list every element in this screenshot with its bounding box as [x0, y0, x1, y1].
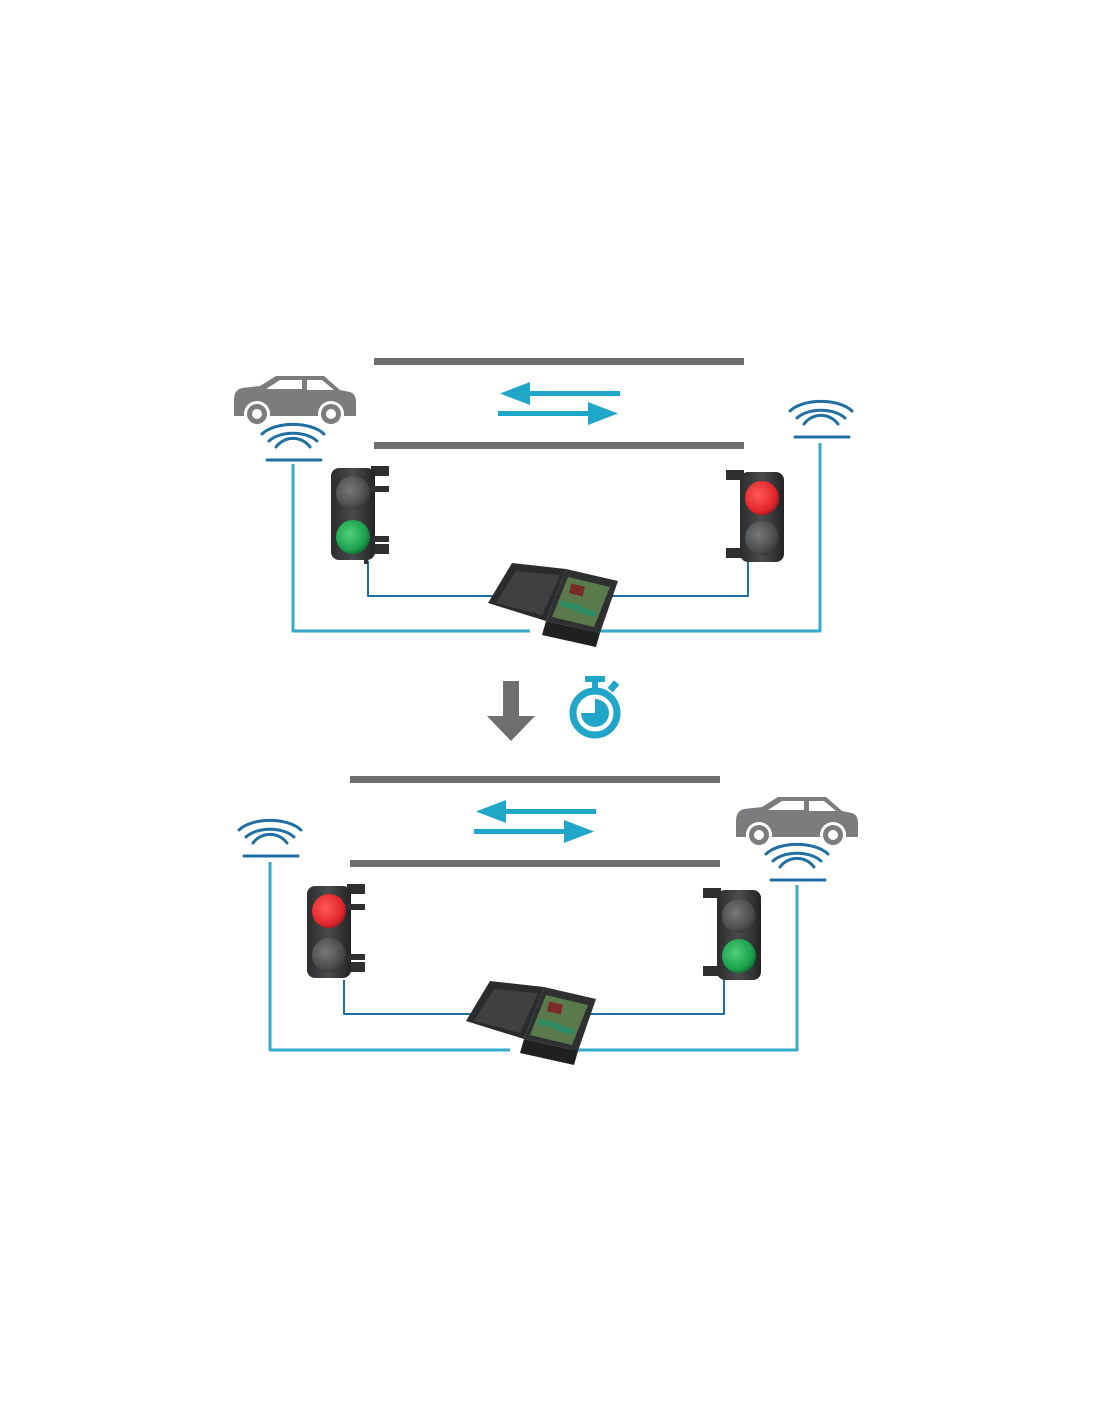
traffic-light-right [726, 470, 784, 562]
sensor-right-icon [764, 842, 830, 882]
road-edge-top [374, 358, 744, 365]
transition [487, 676, 621, 741]
traffic-light-right [703, 888, 761, 980]
green-lamp-on [336, 520, 370, 554]
two-way-traffic-arrows [474, 800, 596, 843]
arrow-right-icon [474, 820, 594, 843]
car-icon [736, 797, 858, 848]
arrow-left-icon [500, 382, 620, 405]
green-lamp-off [312, 938, 346, 972]
arrow-right-icon [498, 402, 618, 425]
red-lamp-off [336, 476, 370, 510]
wiring [268, 862, 799, 1052]
arrow-left-icon [476, 800, 596, 823]
two-way-traffic-arrows [498, 382, 620, 425]
sensor-left-icon [260, 422, 326, 462]
car-icon [234, 376, 356, 427]
red-lamp-on [312, 894, 346, 928]
control-unit-box [488, 563, 618, 647]
green-lamp-off [745, 521, 779, 555]
road-edge-bottom [374, 442, 744, 449]
red-lamp-on [745, 481, 779, 515]
traffic-light-left [307, 884, 365, 978]
sensor-right-icon [788, 399, 854, 439]
red-lamp-off [722, 899, 756, 933]
sensor-left-icon [237, 818, 303, 858]
scene-before [234, 358, 854, 647]
down-arrow-icon [487, 681, 535, 741]
wiring [291, 443, 822, 633]
control-unit-box [466, 981, 596, 1065]
stopwatch-icon [569, 676, 621, 739]
green-lamp-on [722, 939, 756, 973]
traffic-light-left [331, 466, 389, 564]
road-edge-top [350, 776, 720, 783]
road-edge-bottom [350, 860, 720, 867]
scene-after [237, 776, 858, 1065]
